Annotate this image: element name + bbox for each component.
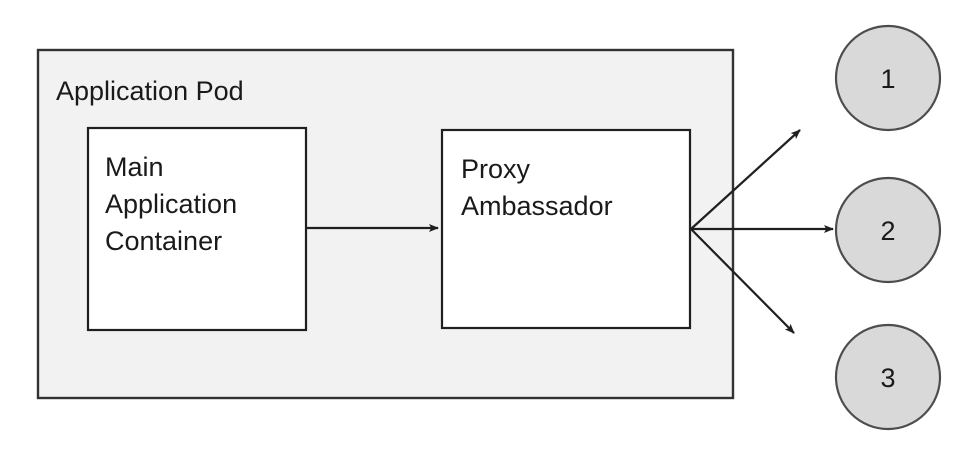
proxy-ambassador-label-line-1: Proxy — [461, 154, 531, 184]
edge-proxy-to-service-3 — [690, 228, 795, 334]
external-service-3-label: 3 — [880, 363, 895, 393]
external-service-3-circle — [834, 323, 942, 431]
proxy-ambassador-label-line-2: Ambassador — [461, 191, 613, 221]
external-service-2-label: 2 — [880, 216, 895, 246]
main-application-container-label-line-3: Container — [105, 226, 222, 256]
external-service-2-circle — [834, 176, 942, 284]
main-application-container-label-line-1: Main — [105, 152, 164, 182]
main-application-container-label-line-2: Application — [105, 189, 237, 219]
proxy-ambassador-container-box — [440, 128, 692, 330]
main-application-container-box — [86, 126, 308, 332]
external-service-1-label: 1 — [880, 64, 895, 94]
edge-proxy-to-service-1 — [690, 129, 801, 230]
external-service-1-circle — [834, 24, 942, 132]
application-pod-title: Application Pod — [56, 76, 244, 106]
